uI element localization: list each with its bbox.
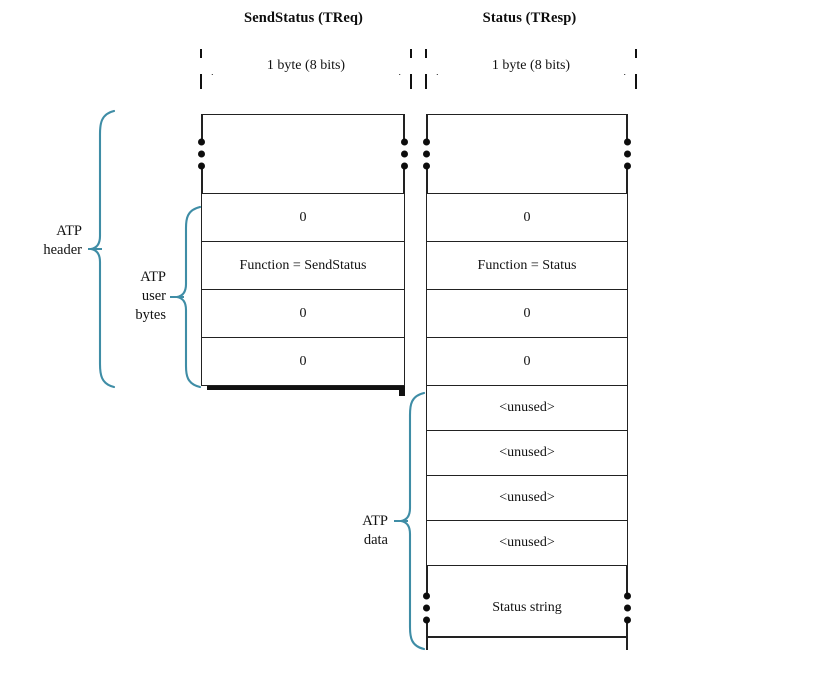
packet-cell: 0 <box>426 194 628 242</box>
vertical-ellipsis-icon <box>401 138 408 170</box>
packet-cell: 0 <box>426 338 628 386</box>
vertical-ellipsis-icon <box>198 138 205 170</box>
packet-cell: <unused> <box>426 431 628 476</box>
cell-edge <box>626 166 628 193</box>
packet-cells: 0 Function = SendStatus 0 0 <box>198 114 408 386</box>
packet-cell-label: Status string <box>492 600 562 615</box>
label-atp-user-bytes-line1: ATP <box>140 269 166 285</box>
dimension-ruler-right: 1 byte (8 bits) <box>425 49 637 89</box>
label-atp-header-line2: header <box>43 242 82 258</box>
packet-cell-header-continuation <box>423 114 631 194</box>
label-atp-data-line2: data <box>363 532 388 548</box>
brace-tick-atp-data <box>394 520 408 522</box>
cell-edge <box>426 566 428 595</box>
cell-edge <box>626 566 628 595</box>
label-atp-user-bytes-line2: user <box>141 288 166 304</box>
label-atp-data-line1: ATP <box>362 513 388 529</box>
cell-edge <box>201 115 203 142</box>
packet-cell: 0 <box>201 290 405 338</box>
column-title-status: Status (TResp) <box>482 10 577 26</box>
brace-tick-atp-user-bytes <box>170 296 184 298</box>
cell-edge <box>626 115 628 142</box>
dimension-label: 1 byte (8 bits) <box>262 58 350 73</box>
cell-edge <box>201 166 203 193</box>
packet-cell: <unused> <box>426 476 628 521</box>
packet-cell: 0 <box>201 194 405 242</box>
packet-cell: 0 <box>201 338 405 386</box>
cell-edge <box>403 166 405 193</box>
packet-cell: 0 <box>426 290 628 338</box>
label-atp-user-bytes: ATP user bytes <box>100 268 166 325</box>
packet-shadow-bottom <box>207 384 405 390</box>
label-atp-header: ATP header <box>10 222 82 260</box>
packet-bottom-border <box>426 636 628 638</box>
packet-cell: Function = SendStatus <box>201 242 405 290</box>
dimension-ruler-left: 1 byte (8 bits) <box>200 49 412 89</box>
cell-edge <box>626 621 628 650</box>
label-atp-data: ATP data <box>322 512 388 550</box>
vertical-ellipsis-icon <box>423 592 430 624</box>
cell-edge <box>426 621 428 650</box>
packet-cell: <unused> <box>426 386 628 431</box>
packet-cells: 0 Function = Status 0 0 <unused> <unused… <box>423 114 631 650</box>
packet-cell-header-continuation <box>198 114 408 194</box>
dimension-label-wrap: 1 byte (8 bits) <box>425 58 637 74</box>
column-title-sendstatus: SendStatus (TReq) <box>244 10 363 26</box>
cell-edge <box>426 115 428 142</box>
packet-cell: <unused> <box>426 521 628 566</box>
label-atp-user-bytes-line3: bytes <box>135 307 166 323</box>
cell-edge <box>426 166 428 193</box>
dimension-label: 1 byte (8 bits) <box>487 58 575 73</box>
vertical-ellipsis-icon <box>624 592 631 624</box>
brace-tick-atp-header <box>88 248 102 250</box>
label-atp-header-line1: ATP <box>56 223 82 239</box>
vertical-ellipsis-icon <box>423 138 430 170</box>
dimension-label-wrap: 1 byte (8 bits) <box>200 58 412 74</box>
packet-cell: Function = Status <box>426 242 628 290</box>
vertical-ellipsis-icon <box>624 138 631 170</box>
cell-edge <box>403 115 405 142</box>
